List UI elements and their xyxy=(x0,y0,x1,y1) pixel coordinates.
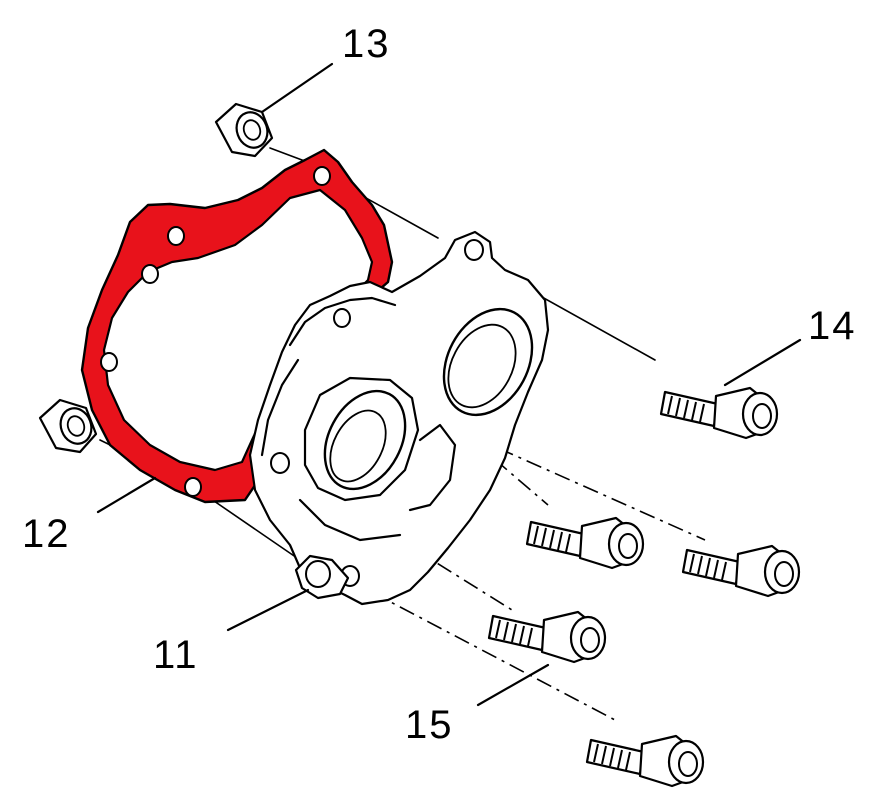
bolt-15 xyxy=(487,610,607,664)
callout-13: 13 xyxy=(342,22,391,66)
gasket-bolt-hole xyxy=(313,166,331,186)
callout-leaders xyxy=(96,62,802,707)
bolt-right xyxy=(681,544,801,598)
cover-plate-boss xyxy=(303,376,420,502)
cover-plate-rim xyxy=(288,296,397,347)
cover-plate-rim xyxy=(260,358,300,457)
gasket-12 xyxy=(80,148,394,504)
callout-14: 14 xyxy=(808,304,857,348)
callout-12: 12 xyxy=(22,512,71,556)
gasket-bolt-hole xyxy=(141,264,159,284)
cover-plate xyxy=(248,230,550,606)
center-shaft-bore xyxy=(323,389,407,491)
cover-bolt-hole xyxy=(270,452,290,474)
bolt-upper-middle xyxy=(525,516,645,570)
cover-bolt-hole xyxy=(464,239,484,261)
dowel-pin-left xyxy=(38,398,98,454)
gasket-bolt-hole xyxy=(184,477,202,497)
dowel-pin-11 xyxy=(294,554,350,600)
dowel-pin-13 xyxy=(214,102,274,158)
upper-shaft-bore xyxy=(442,307,534,417)
bolt-bottom xyxy=(585,734,705,788)
bolt-14 xyxy=(659,386,779,440)
gasket-bolt-hole xyxy=(100,352,118,372)
gasket-bolt-hole xyxy=(167,226,185,246)
callout-11: 11 xyxy=(153,633,199,677)
callout-15: 15 xyxy=(405,703,454,747)
cover-bolt-hole xyxy=(333,308,351,328)
